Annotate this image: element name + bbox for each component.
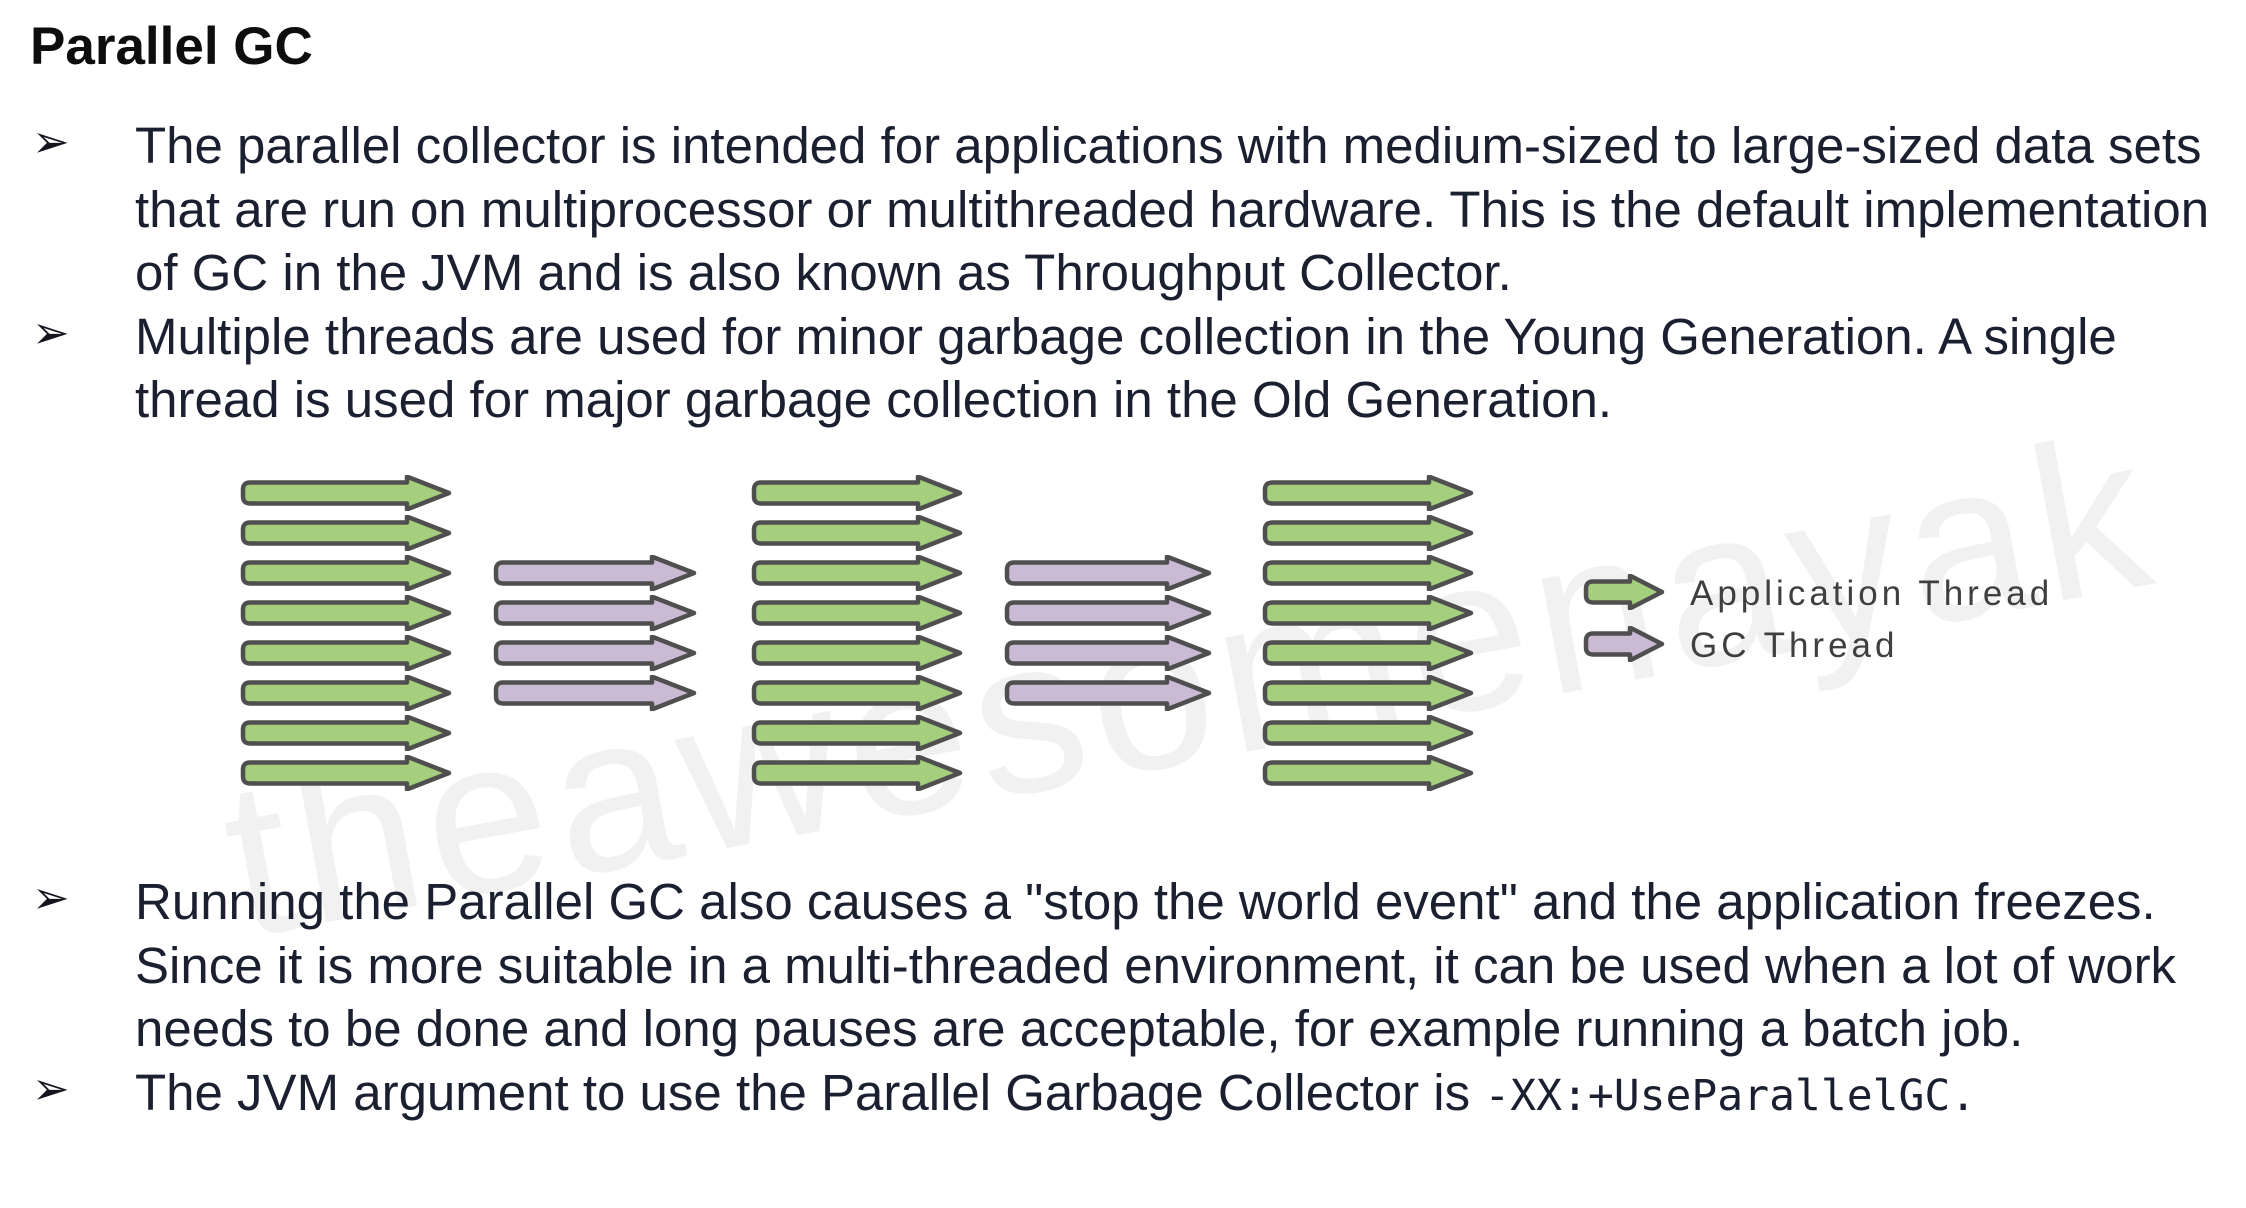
bullet-list-top: ➢ The parallel collector is intended for … — [30, 114, 2226, 432]
gc-thread-arrow-icon — [1003, 594, 1213, 632]
bullet-list-bottom: ➢ Running the Parallel GC also causes a "… — [30, 870, 2226, 1128]
application-thread-arrow-group — [1261, 474, 1475, 792]
legend-row-gc-thread: GC Thread — [1582, 624, 2053, 667]
application-thread-arrow-group — [239, 474, 453, 792]
application-thread-arrow-icon — [239, 754, 453, 792]
application-thread-arrow-icon — [750, 514, 964, 552]
application-thread-arrow-icon — [239, 474, 453, 512]
application-thread-arrow-icon — [750, 594, 964, 632]
application-thread-arrow-icon — [1261, 514, 1475, 552]
application-thread-arrow-icon — [1261, 634, 1475, 672]
legend-row-application-thread: Application Thread — [1582, 572, 2054, 615]
gc-thread-arrow-icon — [492, 674, 698, 712]
application-thread-arrow-icon — [239, 514, 453, 552]
gc-thread-arrow-icon — [492, 634, 698, 672]
application-thread-arrow-icon — [239, 594, 453, 632]
bullet-jvm-argument: ➢ The JVM argument to use the Parallel Ga… — [30, 1061, 2226, 1129]
application-thread-arrow-icon — [750, 474, 964, 512]
application-thread-arrow-icon — [1261, 474, 1475, 512]
arrow-bullet-icon: ➢ — [32, 116, 70, 167]
gc-thread-arrow-icon — [1003, 554, 1213, 592]
application-thread-arrow-icon — [1582, 572, 1666, 615]
application-thread-arrow-icon — [239, 554, 453, 592]
gc-thread-arrow-group — [492, 554, 698, 712]
bullet-text: Multiple threads are used for minor garb… — [135, 307, 2117, 429]
application-thread-arrow-group — [750, 474, 964, 792]
bullet-text: The JVM argument to use the Parallel Gar… — [135, 1063, 1485, 1121]
page-title: Parallel GC — [30, 17, 313, 76]
gc-thread-arrow-icon — [1003, 674, 1213, 712]
bullet-text: Running the Parallel GC also causes a "s… — [135, 873, 2177, 1057]
application-thread-arrow-icon — [750, 714, 964, 752]
arrow-bullet-icon: ➢ — [32, 306, 70, 358]
bullet-stop-the-world: ➢ Running the Parallel GC also causes a "… — [30, 870, 2226, 1061]
application-thread-arrow-icon — [239, 714, 453, 752]
bullet-text: The parallel collector is intended for a… — [135, 117, 2210, 301]
application-thread-arrow-icon — [1261, 714, 1475, 752]
application-thread-arrow-icon — [1261, 554, 1475, 592]
arrow-bullet-icon: ➢ — [32, 1062, 70, 1114]
application-thread-arrow-icon — [750, 634, 964, 672]
application-thread-arrow-icon — [750, 754, 964, 792]
application-thread-arrow-icon — [239, 634, 453, 672]
legend-label: Application Thread — [1690, 574, 2054, 613]
gc-thread-arrow-icon — [1582, 624, 1666, 667]
gc-thread-arrow-icon — [492, 554, 698, 592]
application-thread-arrow-icon — [239, 674, 453, 712]
gc-thread-arrow-group — [1003, 554, 1213, 712]
bullet-parallel-collector: ➢ The parallel collector is intended for … — [30, 114, 2226, 305]
gc-thread-arrow-icon — [492, 594, 698, 632]
application-thread-arrow-icon — [750, 674, 964, 712]
arrow-bullet-icon: ➢ — [32, 872, 70, 923]
legend-label: GC Thread — [1690, 626, 1899, 665]
gc-thread-arrow-icon — [1003, 634, 1213, 672]
diagram-legend: Application Thread GC Thread — [1582, 572, 2054, 667]
bullet-multiple-threads: ➢ Multiple threads are used for minor gar… — [30, 305, 2226, 432]
application-thread-arrow-icon — [1261, 754, 1475, 792]
application-thread-arrow-icon — [750, 554, 964, 592]
jvm-flag-code: -XX:+UseParallelGC. — [1484, 1070, 1977, 1121]
application-thread-arrow-icon — [1261, 674, 1475, 712]
application-thread-arrow-icon — [1261, 594, 1475, 632]
